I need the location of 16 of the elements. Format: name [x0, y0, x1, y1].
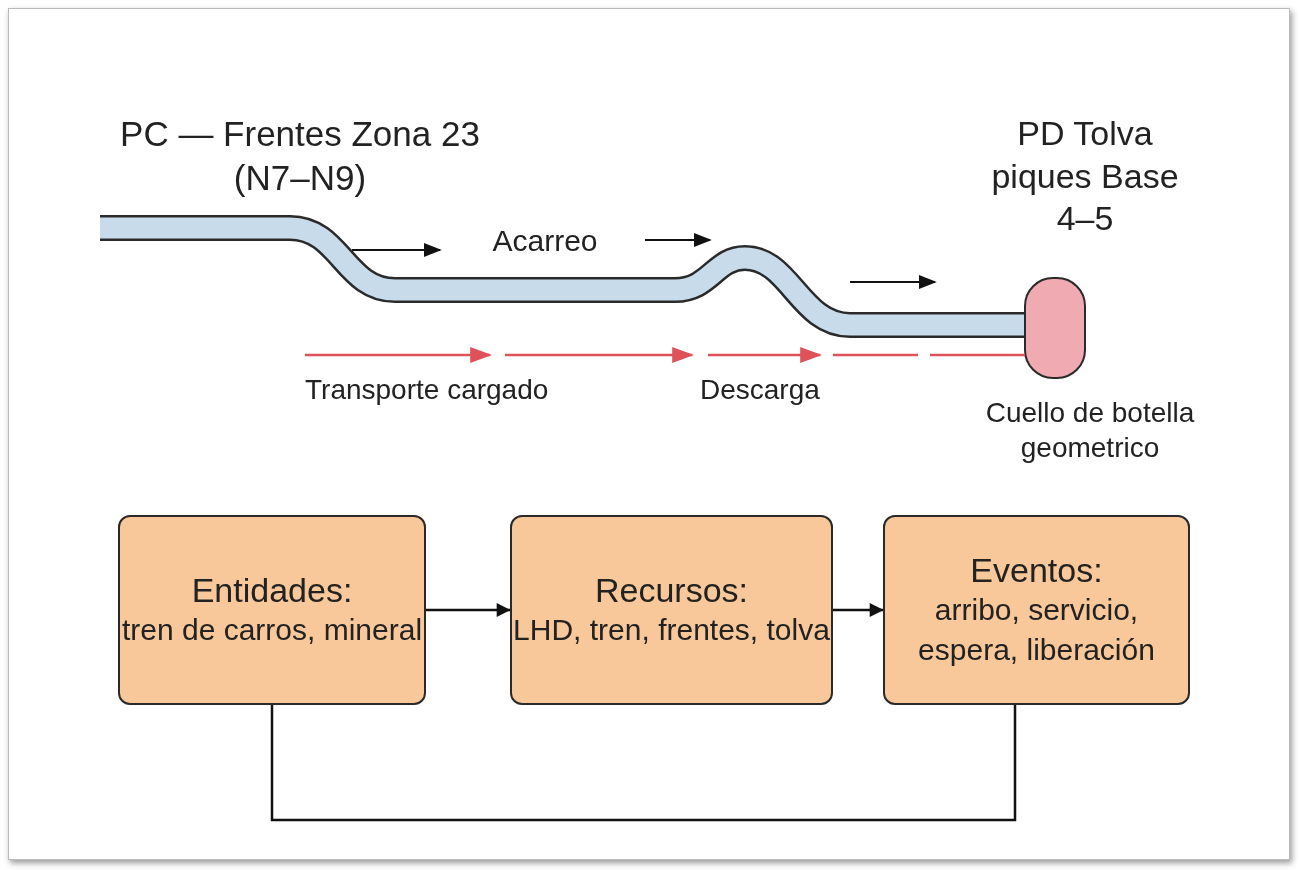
bottleneck-label: Cuello de botella geometrico [984, 396, 1196, 465]
location-label: PC — Frentes Zona 23 (N7–N9) [119, 113, 481, 199]
process-box [118, 515, 426, 705]
flow-label: Transporte cargado [305, 373, 550, 407]
box-heading: Eventos: [970, 550, 1103, 590]
process-box [883, 515, 1190, 705]
flow-label: Descarga [700, 373, 821, 407]
flow-label: Acarreo [491, 223, 599, 259]
box-body-text: LHD, tren, frentes, tolva [513, 612, 830, 648]
process-box [510, 515, 833, 705]
location-label: PD Tolva piques Base 4–5 [990, 113, 1180, 239]
box-body-text: arribo, servicio, espera, liberación [917, 592, 1156, 668]
box-heading: Entidades: [191, 570, 353, 610]
connector-line [270, 705, 1017, 822]
box-heading: Recursos: [594, 570, 749, 610]
box-body-text: tren de carros, mineral [121, 612, 423, 648]
